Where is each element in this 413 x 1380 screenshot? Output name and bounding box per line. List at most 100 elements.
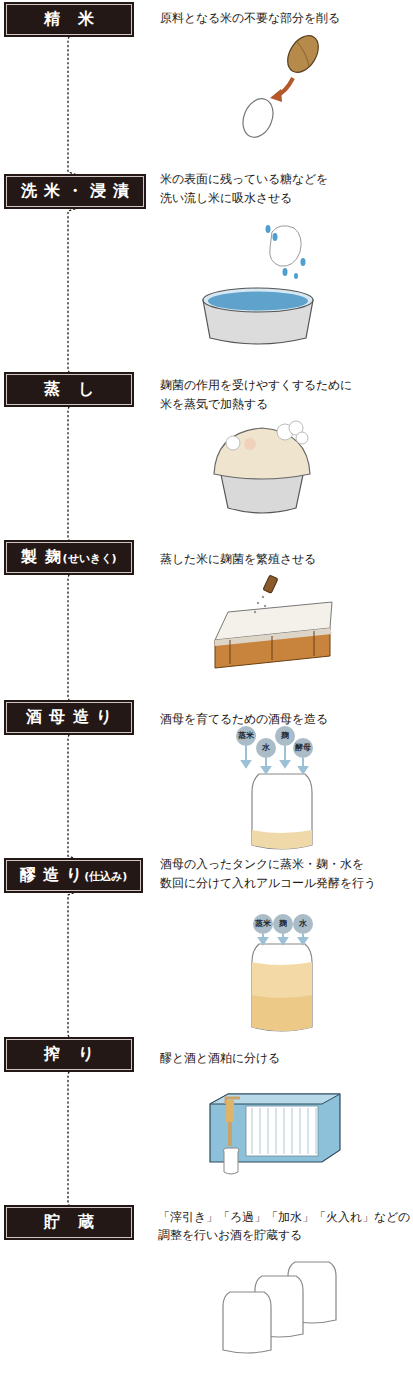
rice-polishing-part bbox=[238, 94, 279, 142]
press-machine-part bbox=[252, 1108, 316, 1154]
filter-plate bbox=[260, 1108, 261, 1154]
washing-bowl-part bbox=[273, 233, 278, 241]
rice-polishing-part bbox=[270, 89, 282, 102]
press-machine-part bbox=[226, 1100, 234, 1122]
step-description: 酒母の入ったタンクに蒸米・麹・水を 数回に分けて入れアルコール発酵を行う bbox=[160, 855, 412, 893]
rice-polishing bbox=[238, 30, 325, 142]
ingredient-bubble: 蒸米 bbox=[253, 914, 273, 934]
step-box: 蒸し bbox=[4, 372, 134, 407]
step-description: 酒母を育てるための酒母を造る bbox=[160, 710, 412, 729]
ingredient-bubble: 麹 bbox=[273, 914, 293, 934]
steamer-part bbox=[244, 438, 256, 450]
ingredient-bubble: 酵母 bbox=[293, 738, 313, 758]
step-box: 精米 bbox=[4, 2, 134, 37]
ingredient-bubble: 水 bbox=[293, 914, 313, 934]
filter-plate bbox=[276, 1108, 277, 1154]
step-box: 洗米・浸漬 bbox=[4, 174, 146, 209]
steamer bbox=[214, 421, 310, 513]
dotted-connector bbox=[68, 1072, 69, 1205]
press-machine-part bbox=[224, 1148, 239, 1174]
step-name: 製麹 bbox=[21, 547, 67, 568]
step-name: 蒸米 bbox=[238, 731, 254, 741]
step-name: 酵母 bbox=[295, 743, 311, 753]
step-name: 麹 bbox=[279, 919, 287, 929]
filter-plate bbox=[292, 1108, 293, 1154]
shubo-jar-part bbox=[262, 767, 270, 773]
koji-tray-part bbox=[230, 640, 231, 664]
dotted-connector bbox=[68, 575, 69, 700]
step-box: 醪造り(仕込み) bbox=[4, 858, 143, 893]
storage-tanks-part bbox=[223, 1292, 271, 1353]
dotted-connector bbox=[68, 893, 74, 1037]
step-name: 搾り bbox=[44, 1044, 111, 1065]
step-name: 洗米・浸漬 bbox=[21, 181, 137, 202]
shubo-jar-part bbox=[242, 761, 250, 767]
washing-bowl-part bbox=[266, 225, 271, 233]
washing-bowl-part bbox=[208, 292, 308, 311]
rice-polishing-part bbox=[281, 30, 324, 78]
press-machine bbox=[210, 1094, 340, 1174]
step-name: 水 bbox=[299, 919, 307, 929]
step-name: 麹 bbox=[281, 731, 289, 741]
shubo-jar bbox=[242, 746, 312, 849]
step-name: 酒母造り bbox=[26, 707, 119, 728]
step-reading: (せいきく) bbox=[63, 551, 117, 566]
filter-plate bbox=[252, 1108, 253, 1154]
koji-tray-part bbox=[254, 611, 256, 613]
moromi-jar-part bbox=[279, 938, 287, 944]
filter-plate bbox=[316, 1108, 317, 1154]
step-description: 米の表面に残っている糖などを 洗い流し米に吸水させる bbox=[160, 170, 412, 208]
step-box: 搾り bbox=[4, 1037, 134, 1072]
filter-plate bbox=[308, 1108, 309, 1154]
washing-bowl-part bbox=[270, 226, 301, 266]
washing-bowl-part bbox=[203, 288, 313, 312]
filter-plate bbox=[284, 1108, 285, 1154]
moromi-jar bbox=[252, 934, 312, 1031]
step-description: 原料となる米の不要な部分を削る bbox=[160, 9, 412, 28]
shubo-jar-part bbox=[245, 746, 247, 762]
washing-bowl-part bbox=[301, 258, 306, 266]
press-machine-part bbox=[246, 1106, 318, 1156]
rice-polishing-part bbox=[297, 42, 309, 66]
moromi-jar-part bbox=[299, 938, 307, 944]
shubo-jar-part bbox=[252, 830, 312, 849]
koji-tray-part bbox=[272, 636, 273, 660]
washing-bowl-part bbox=[283, 268, 288, 276]
step-name: 蒸米 bbox=[255, 919, 271, 929]
koji-tray-part bbox=[262, 596, 264, 598]
shubo-jar-part bbox=[252, 774, 312, 849]
storage-tanks bbox=[223, 1262, 336, 1353]
dotted-connector bbox=[68, 209, 75, 372]
shubo-jar-part bbox=[281, 761, 289, 767]
moromi-jar-part bbox=[252, 995, 312, 1031]
steamer-part bbox=[226, 436, 240, 450]
step-description: 醪と酒と酒粕に分ける bbox=[160, 1049, 412, 1068]
dotted-connector bbox=[68, 407, 69, 540]
step-description: 蒸した米に麹菌を繁殖させる bbox=[160, 550, 412, 569]
moromi-jar-part bbox=[252, 962, 312, 1031]
koji-tray-part bbox=[257, 602, 259, 604]
steamer-part bbox=[214, 428, 310, 479]
shubo-jar-part bbox=[284, 746, 286, 762]
washing-bowl-part bbox=[294, 273, 298, 279]
step-box: 製麹(せいきく) bbox=[4, 540, 134, 575]
step-reading: (仕込み) bbox=[84, 869, 127, 884]
koji-tray-part bbox=[263, 575, 278, 593]
step-name: 蒸し bbox=[44, 379, 111, 400]
step-name: 醪造り bbox=[20, 865, 90, 886]
step-name: 貯蔵 bbox=[44, 1212, 111, 1233]
moromi-jar-part bbox=[259, 934, 307, 944]
moromi-jar-part bbox=[259, 938, 267, 944]
washing-bowl bbox=[203, 225, 313, 344]
ingredient-bubble: 麹 bbox=[275, 726, 295, 746]
dotted-connector bbox=[68, 37, 75, 174]
ingredient-bubble: 蒸米 bbox=[236, 726, 256, 746]
step-name: 水 bbox=[262, 743, 270, 753]
koji-tray bbox=[215, 575, 332, 668]
filter-plate bbox=[300, 1108, 301, 1154]
dotted-connector bbox=[68, 735, 74, 858]
step-name: 精米 bbox=[44, 9, 111, 30]
step-description: 麹菌の作用を受けやすくするために 米を蒸気で加熱する bbox=[160, 376, 412, 414]
step-description: 「滓引き」「ろ過」「加水」「火入れ」などの 調整を行いお酒を貯蔵する bbox=[158, 1208, 410, 1244]
step-box: 酒母造り bbox=[4, 700, 134, 735]
